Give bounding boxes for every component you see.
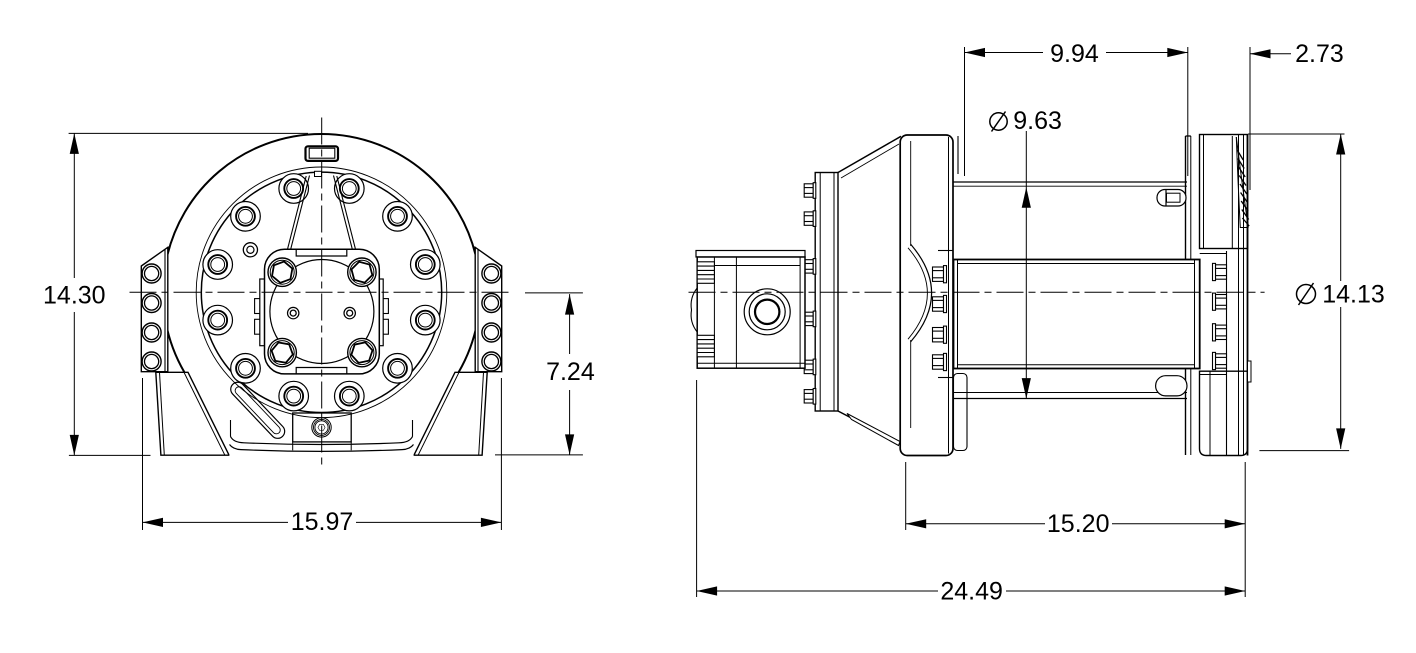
svg-text:9.63: 9.63 (1013, 107, 1062, 135)
svg-text:2.73: 2.73 (1295, 40, 1344, 68)
svg-text:15.20: 15.20 (1047, 510, 1110, 538)
svg-text:24.49: 24.49 (940, 578, 1003, 606)
svg-text:9.94: 9.94 (1050, 40, 1099, 68)
svg-text:14.13: 14.13 (1322, 281, 1385, 309)
svg-text:7.24: 7.24 (546, 358, 595, 386)
svg-text:15.97: 15.97 (291, 508, 354, 536)
svg-text:14.30: 14.30 (43, 282, 106, 310)
